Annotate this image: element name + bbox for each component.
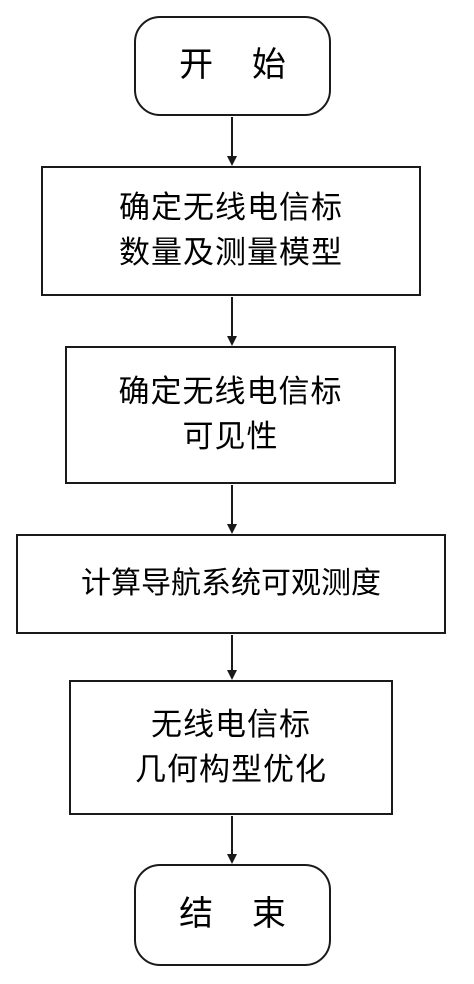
end-node: 结 束: [134, 864, 331, 966]
step-determine-beacon-visibility: 确定无线电信标 可见性: [65, 346, 396, 484]
step4-line1: 无线电信标: [151, 706, 311, 743]
step1-line1: 确定无线电信标: [119, 190, 343, 227]
start-node: 开 始: [134, 16, 331, 116]
end-label: 结 束: [179, 894, 300, 935]
step2-line2: 可见性: [182, 419, 279, 455]
step2-line1: 确定无线电信标: [118, 374, 343, 411]
step4-line2: 几何构型优化: [135, 751, 327, 788]
start-label: 开 始: [179, 45, 300, 86]
step1-line2: 数量及测量模型: [119, 235, 343, 271]
step-compute-observability: 计算导航系统可观测度: [16, 534, 446, 634]
step-optimize-beacon-geometry: 无线电信标 几何构型优化: [69, 680, 393, 815]
step-determine-beacon-count-and-model: 确定无线电信标 数量及测量模型: [41, 166, 421, 296]
step3-line1: 计算导航系统可观测度: [81, 566, 381, 602]
